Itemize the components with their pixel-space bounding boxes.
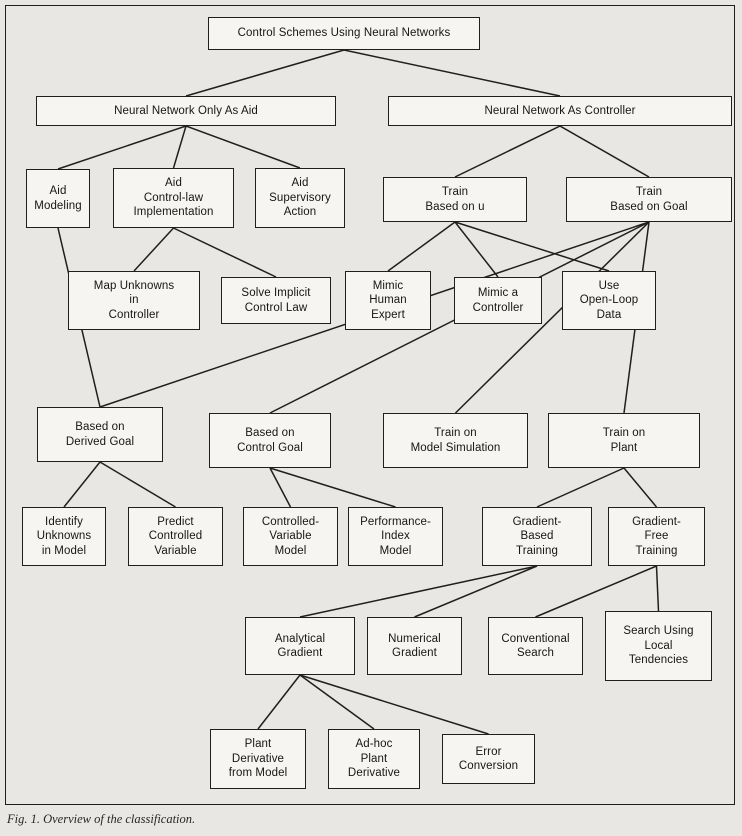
edge-analytical-error-conv [299,674,489,735]
edge-analytical-plant-deriv [257,674,301,730]
node-label: Train Based on Goal [610,186,688,213]
edge-nn-aid-aid-control-law [172,125,187,169]
edge-grad-based-analytical [299,565,538,618]
node-label: Map Unknowns in Controller [93,279,175,321]
node-error-conv: Error Conversion [442,734,535,784]
node-label: Ad-hoc Plant Derivative [347,738,401,780]
node-adhoc-deriv: Ad-hoc Plant Derivative [328,729,420,789]
node-label: Aid Control-law Implementation [133,177,214,219]
node-derived-goal: Based on Derived Goal [37,407,163,462]
node-identify-unknowns: Identify Unknowns in Model [22,507,106,566]
node-predict-controlled: Predict Controlled Variable [128,507,223,566]
edge-derived-goal-identify-unknowns [63,461,101,508]
node-label: Conventional Search [501,632,570,660]
node-label: Neural Network As Controller [484,104,636,117]
edge-train-u-open-loop [454,221,610,272]
node-label: Mimic Human Expert [369,279,407,321]
node-grad-based: Gradient- Based Training [482,507,592,566]
edge-nn-aid-aid-supervisory [185,125,301,169]
node-label: Train on Plant [602,427,646,454]
node-label: Solve Implicit Control Law [241,287,311,314]
node-grad-free: Gradient- Free Training [608,507,705,566]
node-label: Error Conversion [458,745,519,773]
node-label: Train Based on u [425,186,485,213]
edge-analytical-adhoc-deriv [299,674,375,730]
node-pi-model: Performance- Index Model [348,507,443,566]
node-label: Based on Derived Goal [65,421,135,448]
edge-train-goal-model-sim [454,221,650,414]
node-train-goal: Train Based on Goal [566,177,732,222]
node-label: Gradient- Based Training [512,515,562,557]
edge-nn-controller-train-u [454,125,561,178]
node-label: Aid Supervisory Action [269,177,331,219]
edge-train-u-mimic-controller [454,221,499,278]
node-analytical: Analytical Gradient [245,617,355,675]
node-aid-supervisory: Aid Supervisory Action [255,168,345,228]
node-search-local: Search Using Local Tendencies [605,611,712,681]
node-label: Plant Derivative from Model [228,738,288,780]
node-label: Gradient- Free Training [632,515,681,557]
node-open-loop: Use Open-Loop Data [562,271,656,330]
node-label: Numerical Gradient [388,632,441,660]
node-plant-deriv: Plant Derivative from Model [210,729,306,789]
node-root: Control Schemes Using Neural Networks [208,17,480,50]
edge-control-goal-pi-model [269,467,396,508]
node-model-sim: Train on Model Simulation [383,413,528,468]
node-label: Analytical Gradient [274,632,326,660]
node-nn-aid: Neural Network Only As Aid [36,96,336,126]
node-label: Predict Controlled Variable [148,515,203,557]
node-label: Use Open-Loop Data [579,279,639,321]
node-label: Performance- Index Model [360,515,431,557]
node-label: Based on Control Goal [237,427,303,454]
node-cv-model: Controlled- Variable Model [243,507,338,566]
node-control-goal: Based on Control Goal [209,413,331,468]
node-label: Control Schemes Using Neural Networks [237,27,451,40]
node-label: Mimic a Controller [472,287,524,314]
node-label: Train on Model Simulation [410,427,501,454]
edge-nn-aid-aid-modeling [57,125,187,170]
node-label: Aid Modeling [34,185,82,212]
node-mimic-controller: Mimic a Controller [454,277,542,324]
node-aid-modeling: Aid Modeling [26,169,90,228]
edge-train-plant-grad-free [623,467,658,508]
edge-root-nn-aid [185,49,345,97]
edge-aid-control-law-solve-implicit [173,227,277,278]
edge-root-nn-controller [343,49,561,97]
node-label: Neural Network Only As Aid [114,104,258,117]
node-conventional: Conventional Search [488,617,583,675]
node-train-plant: Train on Plant [548,413,700,468]
edge-grad-free-search-local [655,565,660,612]
edge-nn-controller-train-goal [559,125,650,178]
node-aid-control-law: Aid Control-law Implementation [113,168,234,228]
edge-train-plant-grad-based [536,467,625,508]
node-label: Identify Unknowns in Model [36,515,92,557]
node-train-u: Train Based on u [383,177,527,222]
node-label: Search Using Local Tendencies [623,625,694,667]
edge-derived-goal-predict-controlled [99,461,176,508]
node-numerical: Numerical Gradient [367,617,462,675]
node-nn-controller: Neural Network As Controller [388,96,732,126]
edge-control-goal-cv-model [269,467,292,508]
edge-train-u-mimic-human [387,221,456,272]
figure-caption: Fig. 1. Overview of the classification. [7,812,196,826]
edge-aid-control-law-map-unknowns [133,227,175,272]
node-solve-implicit: Solve Implicit Control Law [221,277,331,324]
node-map-unknowns: Map Unknowns in Controller [68,271,200,330]
edge-grad-based-numerical [414,565,538,618]
node-label: Controlled- Variable Model [261,515,320,557]
edge-grad-free-conventional [535,565,657,618]
node-mimic-human: Mimic Human Expert [345,271,431,330]
